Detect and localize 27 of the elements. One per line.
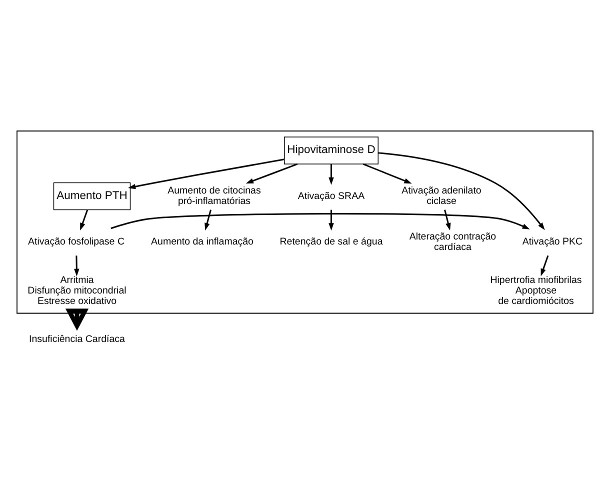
node-text: Aumento de citocinas pró-inflamatórias <box>168 185 261 207</box>
node-text: Hipertrofia miofibrilas Apoptose de cardiomiócitos <box>490 274 582 306</box>
arrow <box>328 164 334 184</box>
node-text: Retenção de sal e água <box>280 236 383 248</box>
node-text: Aumento da inflamação <box>151 236 254 248</box>
node-box: Aumento PTH <box>53 182 131 210</box>
arrow <box>246 162 298 184</box>
arrow <box>128 158 284 189</box>
node-text: Ativação PKC <box>522 236 583 248</box>
node-text: Arritmia Disfunção mitocondrial Estresse oxidativo <box>28 274 126 306</box>
arrow <box>80 209 88 230</box>
arrow <box>110 212 530 229</box>
arrow <box>204 209 212 230</box>
arrow <box>65 308 89 330</box>
node-text: Alteração contração cardíaca <box>409 230 496 252</box>
arrow <box>540 254 549 276</box>
node-text: Ativação adenilato ciclase <box>402 185 482 207</box>
node-text: Ativação fosfolipase C <box>28 236 124 248</box>
node-text: Insuficiência Cardíaca <box>29 334 125 345</box>
node-text: Ativação SRAA <box>298 190 365 202</box>
node-box: Hipovitaminose D <box>284 136 378 164</box>
arrow <box>362 162 412 184</box>
arrow <box>444 209 451 230</box>
cluster <box>16 130 594 314</box>
arrow <box>378 152 545 230</box>
arrow <box>328 209 334 230</box>
arrow <box>74 255 80 276</box>
